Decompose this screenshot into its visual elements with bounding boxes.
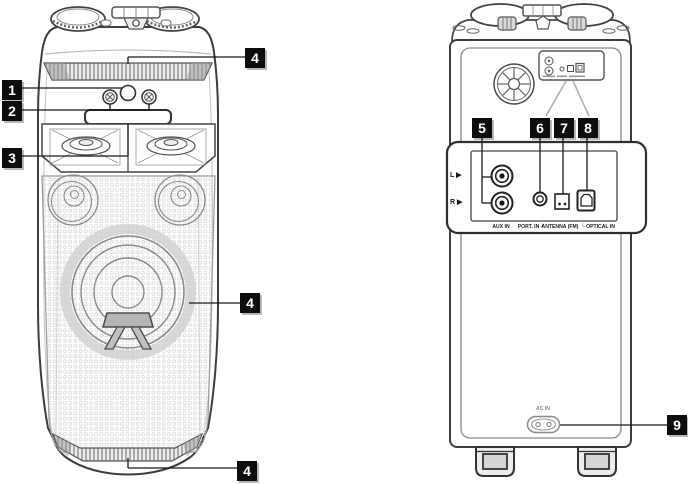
control-knob-right [141,89,157,105]
callout-3: 3 [2,148,22,168]
channel-right-label: R ▶ [450,199,463,206]
port-in-jack [532,191,548,207]
control-knob-left [102,89,118,105]
callout-2: 2 [2,101,22,121]
zoom-indicator-lines [545,80,590,117]
rear-top-knobs [452,3,630,34]
callout-6: 6 [530,118,550,138]
front-top-knobs [50,6,200,32]
callout-7: 7 [554,118,574,138]
callout-4-middle: 4 [240,293,260,313]
port-in-label: PORT. IN ┘ [517,224,545,230]
front-lighting-bar-bottom [51,432,204,462]
rear-jack-panel-zoomed [445,140,648,235]
antenna-jack [554,193,570,210]
callout-4-top: 4 [245,48,265,68]
rear-panel-inset [460,47,622,439]
ac-in-label: AC IN [536,406,550,412]
front-lighting-bar-top [42,62,214,81]
optical-in-label: └ OPTICAL IN [581,224,615,230]
rca-jack-left [490,164,514,188]
aux-in-label: AUX IN [492,224,510,230]
mid-speaker-left [47,174,99,226]
front-top-handle [100,6,172,30]
channel-left-label: L ▶ [450,172,462,179]
callout-lines-front [20,56,245,469]
cooling-fan [493,63,535,105]
ac-in-socket [526,415,561,434]
rear-jack-panel-small [538,50,605,81]
woofer [60,224,196,360]
callout-8: 8 [578,118,598,138]
rear-cabinet-outline [449,39,632,448]
mid-speaker-right [154,174,206,226]
power-button [119,84,137,102]
callout-4-bottom: 4 [237,461,257,481]
callout-9: 9 [667,415,687,435]
woofer-bracket [102,312,154,328]
rear-feet [475,446,617,477]
callout-lines-rear [481,138,667,426]
display-window [84,109,172,125]
optical-in-jack [576,189,596,212]
rca-jack-right [490,191,514,215]
callout-5: 5 [472,118,492,138]
callout-1: 1 [2,80,22,100]
antenna-fm-label: ANTENNA (FM) [541,224,579,230]
rear-view [445,3,667,477]
front-view [20,6,245,476]
